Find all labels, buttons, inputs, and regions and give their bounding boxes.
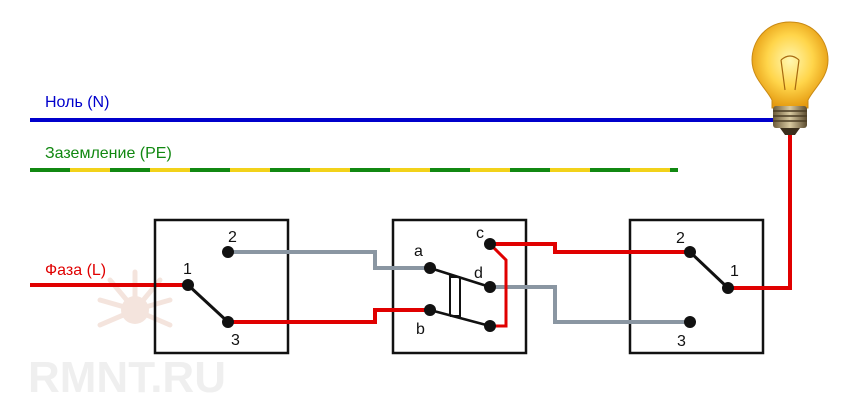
switch-left-label-1: 1 [183, 261, 192, 278]
switch-right-terminal-1 [722, 282, 734, 294]
traveler-wire-upper [228, 250, 430, 270]
switch-right-label-1: 1 [730, 263, 739, 280]
switch-left-terminal-1 [182, 279, 194, 291]
traveler-wire-lower [490, 285, 690, 324]
neutral-label: Ноль (N) [45, 94, 109, 111]
switch-right-label-3: 3 [677, 333, 686, 350]
switch-right-terminal-3 [684, 316, 696, 328]
switch-left-lever [186, 283, 230, 324]
switch-left-label-3: 3 [231, 332, 240, 349]
switch-middle-terminal-a [424, 262, 436, 274]
switch-middle-label-b: b [416, 321, 425, 338]
switch-middle-label-d: d [474, 265, 483, 282]
switch-middle-terminal-e [484, 320, 496, 332]
watermark-text: RMNT.RU [28, 353, 226, 402]
switch-middle-terminal-b [424, 304, 436, 316]
traveler-wire-red-right [490, 242, 690, 254]
lamp-phase-wire [728, 130, 792, 290]
switch-middle-label-c: c [476, 225, 484, 242]
switch-right-lever [688, 250, 730, 290]
switch-right-label-2: 2 [676, 230, 685, 247]
switch-left-terminal-3 [222, 316, 234, 328]
switch-middle-mechanism [429, 266, 491, 328]
switch-left-terminal-2 [222, 246, 234, 258]
phase-label: Фаза (L) [45, 262, 106, 279]
switch-middle-terminal-c [484, 238, 496, 250]
traveler-wire-red-left [228, 308, 430, 324]
light-bulb-icon [751, 21, 829, 135]
watermark: RMNT.RU [28, 269, 226, 402]
ground-label: Заземление (PE) [45, 145, 172, 162]
switch-left-box [153, 218, 290, 355]
switch-left-label-2: 2 [228, 229, 237, 246]
switch-middle-terminal-d [484, 281, 496, 293]
switch-middle-label-a: a [414, 243, 423, 260]
switch-right-terminal-2 [684, 246, 696, 258]
middle-internal-link [488, 242, 508, 328]
watermark-logo [97, 269, 173, 328]
